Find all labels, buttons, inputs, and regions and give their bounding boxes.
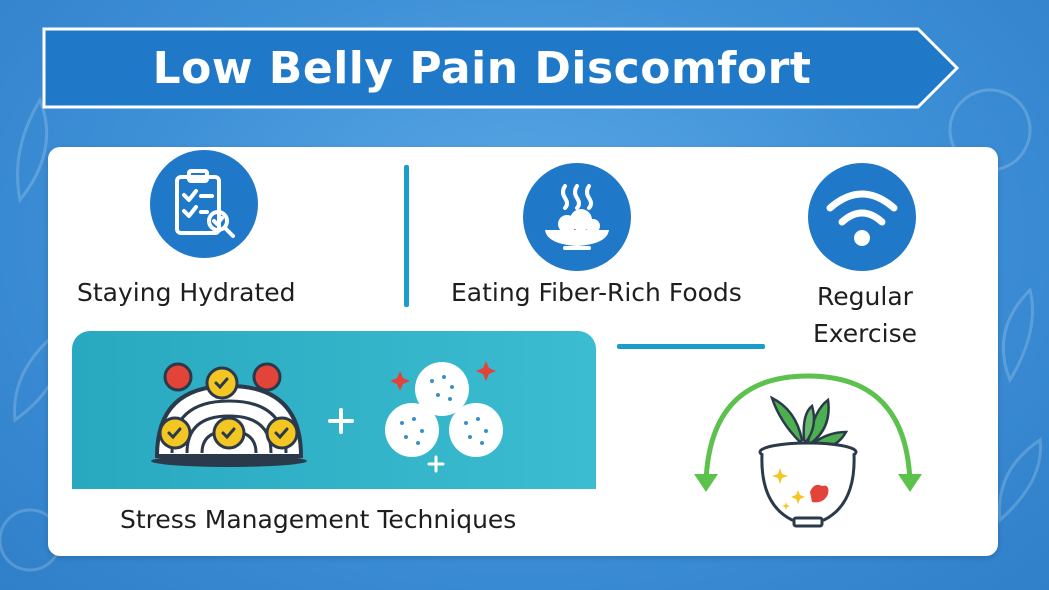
clipboard-check-icon bbox=[175, 169, 235, 238]
plus-icon bbox=[328, 408, 354, 434]
red-tokens bbox=[163, 362, 282, 392]
title-banner bbox=[42, 27, 960, 109]
regular-exercise-icon-circle bbox=[808, 163, 916, 271]
sparkle-icons bbox=[390, 361, 496, 391]
vertical-divider bbox=[404, 165, 409, 307]
stress-management-label: Stress Management Techniques bbox=[120, 505, 517, 534]
plant-leaves-icon bbox=[769, 395, 849, 450]
circular-arrow-icon bbox=[703, 373, 913, 485]
horizontal-divider bbox=[617, 344, 765, 349]
plant-pot-illustration bbox=[694, 373, 922, 528]
wifi-signal-icon bbox=[826, 190, 898, 246]
fiber-foods-icon-circle bbox=[523, 163, 631, 271]
hot-food-bowl-icon bbox=[545, 184, 609, 250]
staying-hydrated-icon-circle bbox=[150, 150, 258, 258]
page-title: Low Belly Pain Discomfort bbox=[152, 42, 812, 94]
cotton-balls-icon bbox=[385, 362, 503, 457]
fiber-foods-label: Eating Fiber-Rich Foods bbox=[451, 278, 742, 307]
plant-pot-icon bbox=[758, 441, 858, 528]
staying-hydrated-label: Staying Hydrated bbox=[77, 278, 296, 307]
stress-balls-illustration bbox=[151, 361, 503, 473]
regular-exercise-label: Regular Exercise bbox=[812, 282, 918, 348]
